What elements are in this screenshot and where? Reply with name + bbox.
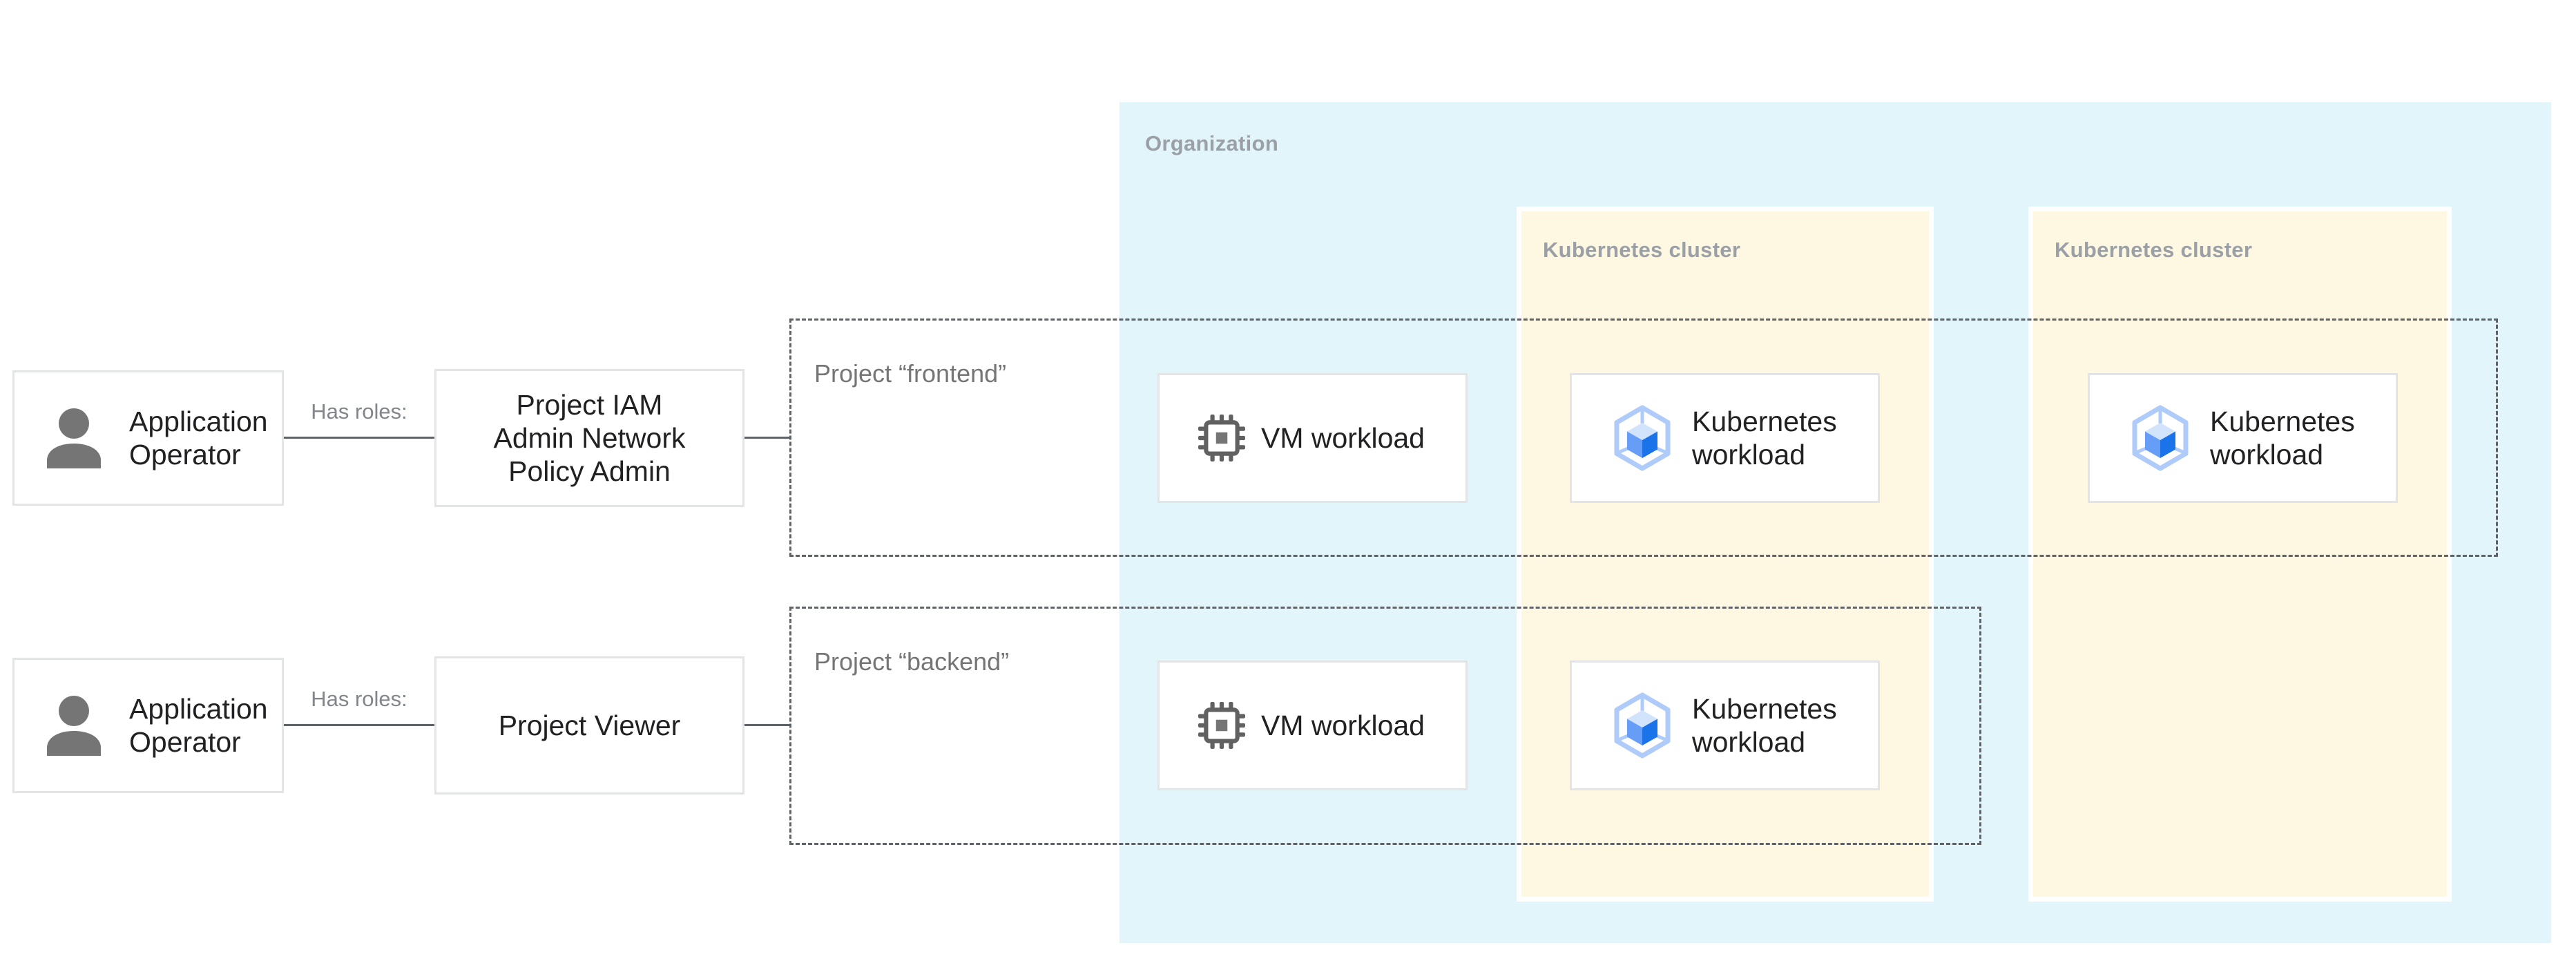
kubernetes-workload-label: Kubernetes workload: [1692, 406, 1837, 470]
application-operator-card-1: Application Operator: [12, 370, 284, 506]
person-icon: [41, 695, 107, 756]
has-roles-label-1: Has roles:: [311, 399, 407, 424]
connector-line-operator1-role1: [284, 437, 434, 439]
kubernetes-cluster-2-label: Kubernetes cluster: [2055, 238, 2253, 262]
person-icon: [41, 408, 107, 468]
role-card-project-iam-admin-network-policy-admin: Project IAM Admin Network Policy Admin: [434, 369, 744, 507]
vm-workload-card-frontend: VM workload: [1157, 373, 1468, 503]
gke-hexagon-icon: [2130, 405, 2191, 471]
connector-line-operator2-role2: [284, 724, 434, 726]
role-card-project-viewer: Project Viewer: [434, 656, 744, 795]
kubernetes-cluster-1-label: Kubernetes cluster: [1543, 238, 1741, 262]
vm-workload-label: VM workload: [1261, 710, 1425, 741]
connector-line-role1-frontend: [744, 437, 789, 439]
vm-chip-icon: [1198, 414, 1246, 462]
role-label: Project IAM Admin Network Policy Admin: [493, 389, 686, 487]
organization-label: Organization: [1145, 131, 1279, 155]
has-roles-label-2: Has roles:: [311, 687, 407, 711]
kubernetes-workload-card-backend-cluster1: Kubernetes workload: [1570, 660, 1880, 790]
project-frontend-boundary: Project “frontend”: [789, 318, 2498, 557]
connector-line-role2-backend: [744, 724, 789, 726]
project-frontend-label: Project “frontend”: [814, 359, 1007, 388]
gke-hexagon-icon: [1612, 692, 1673, 759]
vm-workload-label: VM workload: [1261, 422, 1425, 454]
application-operator-label-2: Application Operator: [129, 693, 268, 758]
kubernetes-cluster-2: Kubernetes cluster: [2028, 207, 2452, 902]
kubernetes-workload-label: Kubernetes workload: [2210, 406, 2355, 470]
vm-workload-card-backend: VM workload: [1157, 660, 1468, 790]
kubernetes-workload-label: Kubernetes workload: [1692, 693, 1837, 758]
role-label: Project Viewer: [498, 710, 681, 741]
application-operator-label-1: Application Operator: [129, 406, 268, 470]
kubernetes-workload-card-frontend-cluster1: Kubernetes workload: [1570, 373, 1880, 503]
gke-hexagon-icon: [1612, 405, 1673, 471]
vm-chip-icon: [1198, 701, 1246, 750]
project-backend-label: Project “backend”: [814, 647, 1010, 676]
kubernetes-workload-card-frontend-cluster2: Kubernetes workload: [2088, 373, 2398, 503]
project-backend-boundary: Project “backend”: [789, 607, 1981, 845]
application-operator-card-2: Application Operator: [12, 658, 284, 793]
